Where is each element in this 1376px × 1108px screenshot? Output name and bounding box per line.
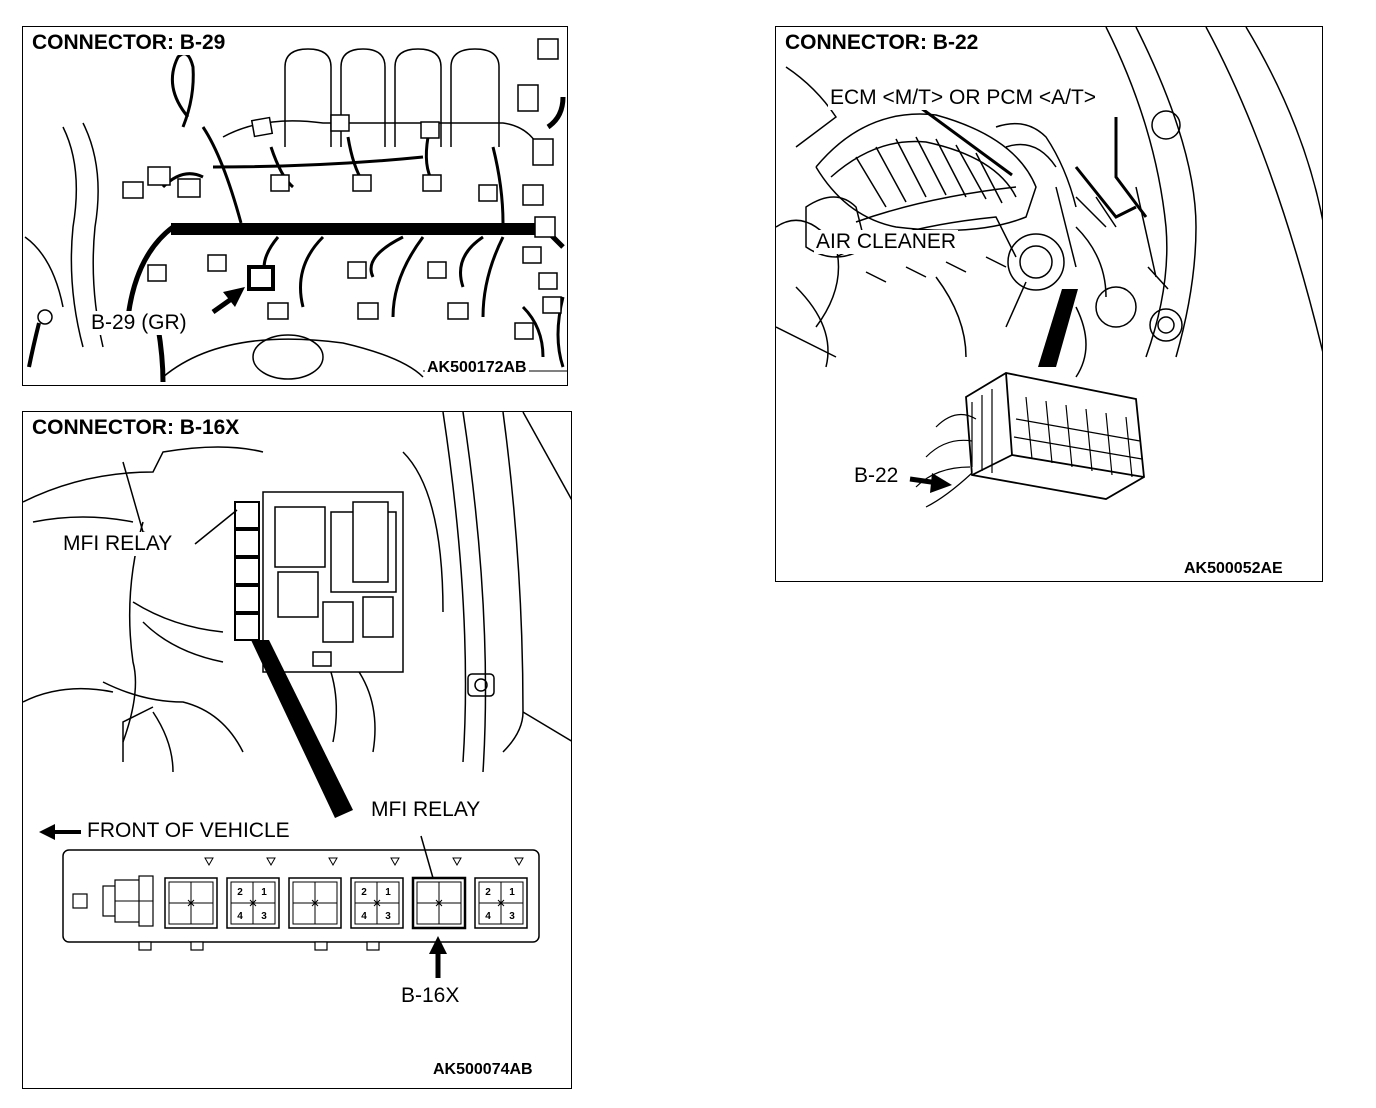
- ecm-location-illustration: [776, 27, 1322, 508]
- relay-pin-number: 2: [485, 887, 491, 898]
- relay-pin-number: 3: [509, 911, 515, 922]
- panel-connector-b22: CONNECTOR: B-22 ECM <M/T> OR PCM <A/T> A…: [775, 26, 1323, 582]
- relay-socket: 2 1 4 3: [226, 857, 280, 929]
- panel-title: CONNECTOR: B-22: [782, 31, 982, 55]
- relay-pin-number: 1: [261, 887, 267, 898]
- figure-code: AK500074AB: [431, 1061, 535, 1079]
- mfi-relay-label-lower: MFI RELAY: [369, 798, 483, 822]
- relay-box-illustration: 2 1 4 3 2 1 4 3 2 1 4 3: [23, 412, 571, 978]
- relay-pin-number: 4: [485, 911, 491, 922]
- connector-b22-label: B-22: [852, 464, 901, 488]
- relay-pin-number: 1: [385, 887, 391, 898]
- relay-pin-number: 2: [361, 887, 367, 898]
- engine-harness-illustration: [24, 38, 567, 383]
- relay-socket: [164, 857, 218, 929]
- relay-socket: [411, 857, 467, 930]
- figure-code: AK500172AB: [425, 359, 529, 377]
- panel-title: CONNECTOR: B-29: [29, 31, 229, 55]
- relay-socket: [288, 857, 342, 929]
- relay-pin-number: 3: [385, 911, 391, 922]
- mfi-relay-label-upper: MFI RELAY: [61, 532, 175, 556]
- relay-pin-number: 3: [261, 911, 267, 922]
- relay-sockets: 2 1 4 3 2 1 4 3 2 1 4 3: [164, 857, 528, 930]
- relay-pin-number: 4: [237, 911, 243, 922]
- connector-callout-label: B-29 (GR): [89, 311, 189, 335]
- front-of-vehicle-label: FRONT OF VEHICLE: [85, 819, 292, 843]
- panel-connector-b29: CONNECTOR: B-29 B-29 (GR) AK500172AB: [22, 26, 568, 386]
- relay-pin-number: 1: [509, 887, 515, 898]
- ecm-pcm-label: ECM <M/T> OR PCM <A/T>: [828, 86, 1099, 110]
- relay-socket: 2 1 4 3: [474, 857, 528, 929]
- relay-pin-number: 4: [361, 911, 367, 922]
- relay-socket: 2 1 4 3: [350, 857, 404, 929]
- connector-b16x-label: B-16X: [399, 984, 462, 1008]
- relay-pin-number: 2: [237, 887, 243, 898]
- panel-title: CONNECTOR: B-16X: [29, 416, 243, 440]
- figure-code: AK500052AE: [1182, 560, 1285, 578]
- air-cleaner-label: AIR CLEANER: [814, 230, 959, 254]
